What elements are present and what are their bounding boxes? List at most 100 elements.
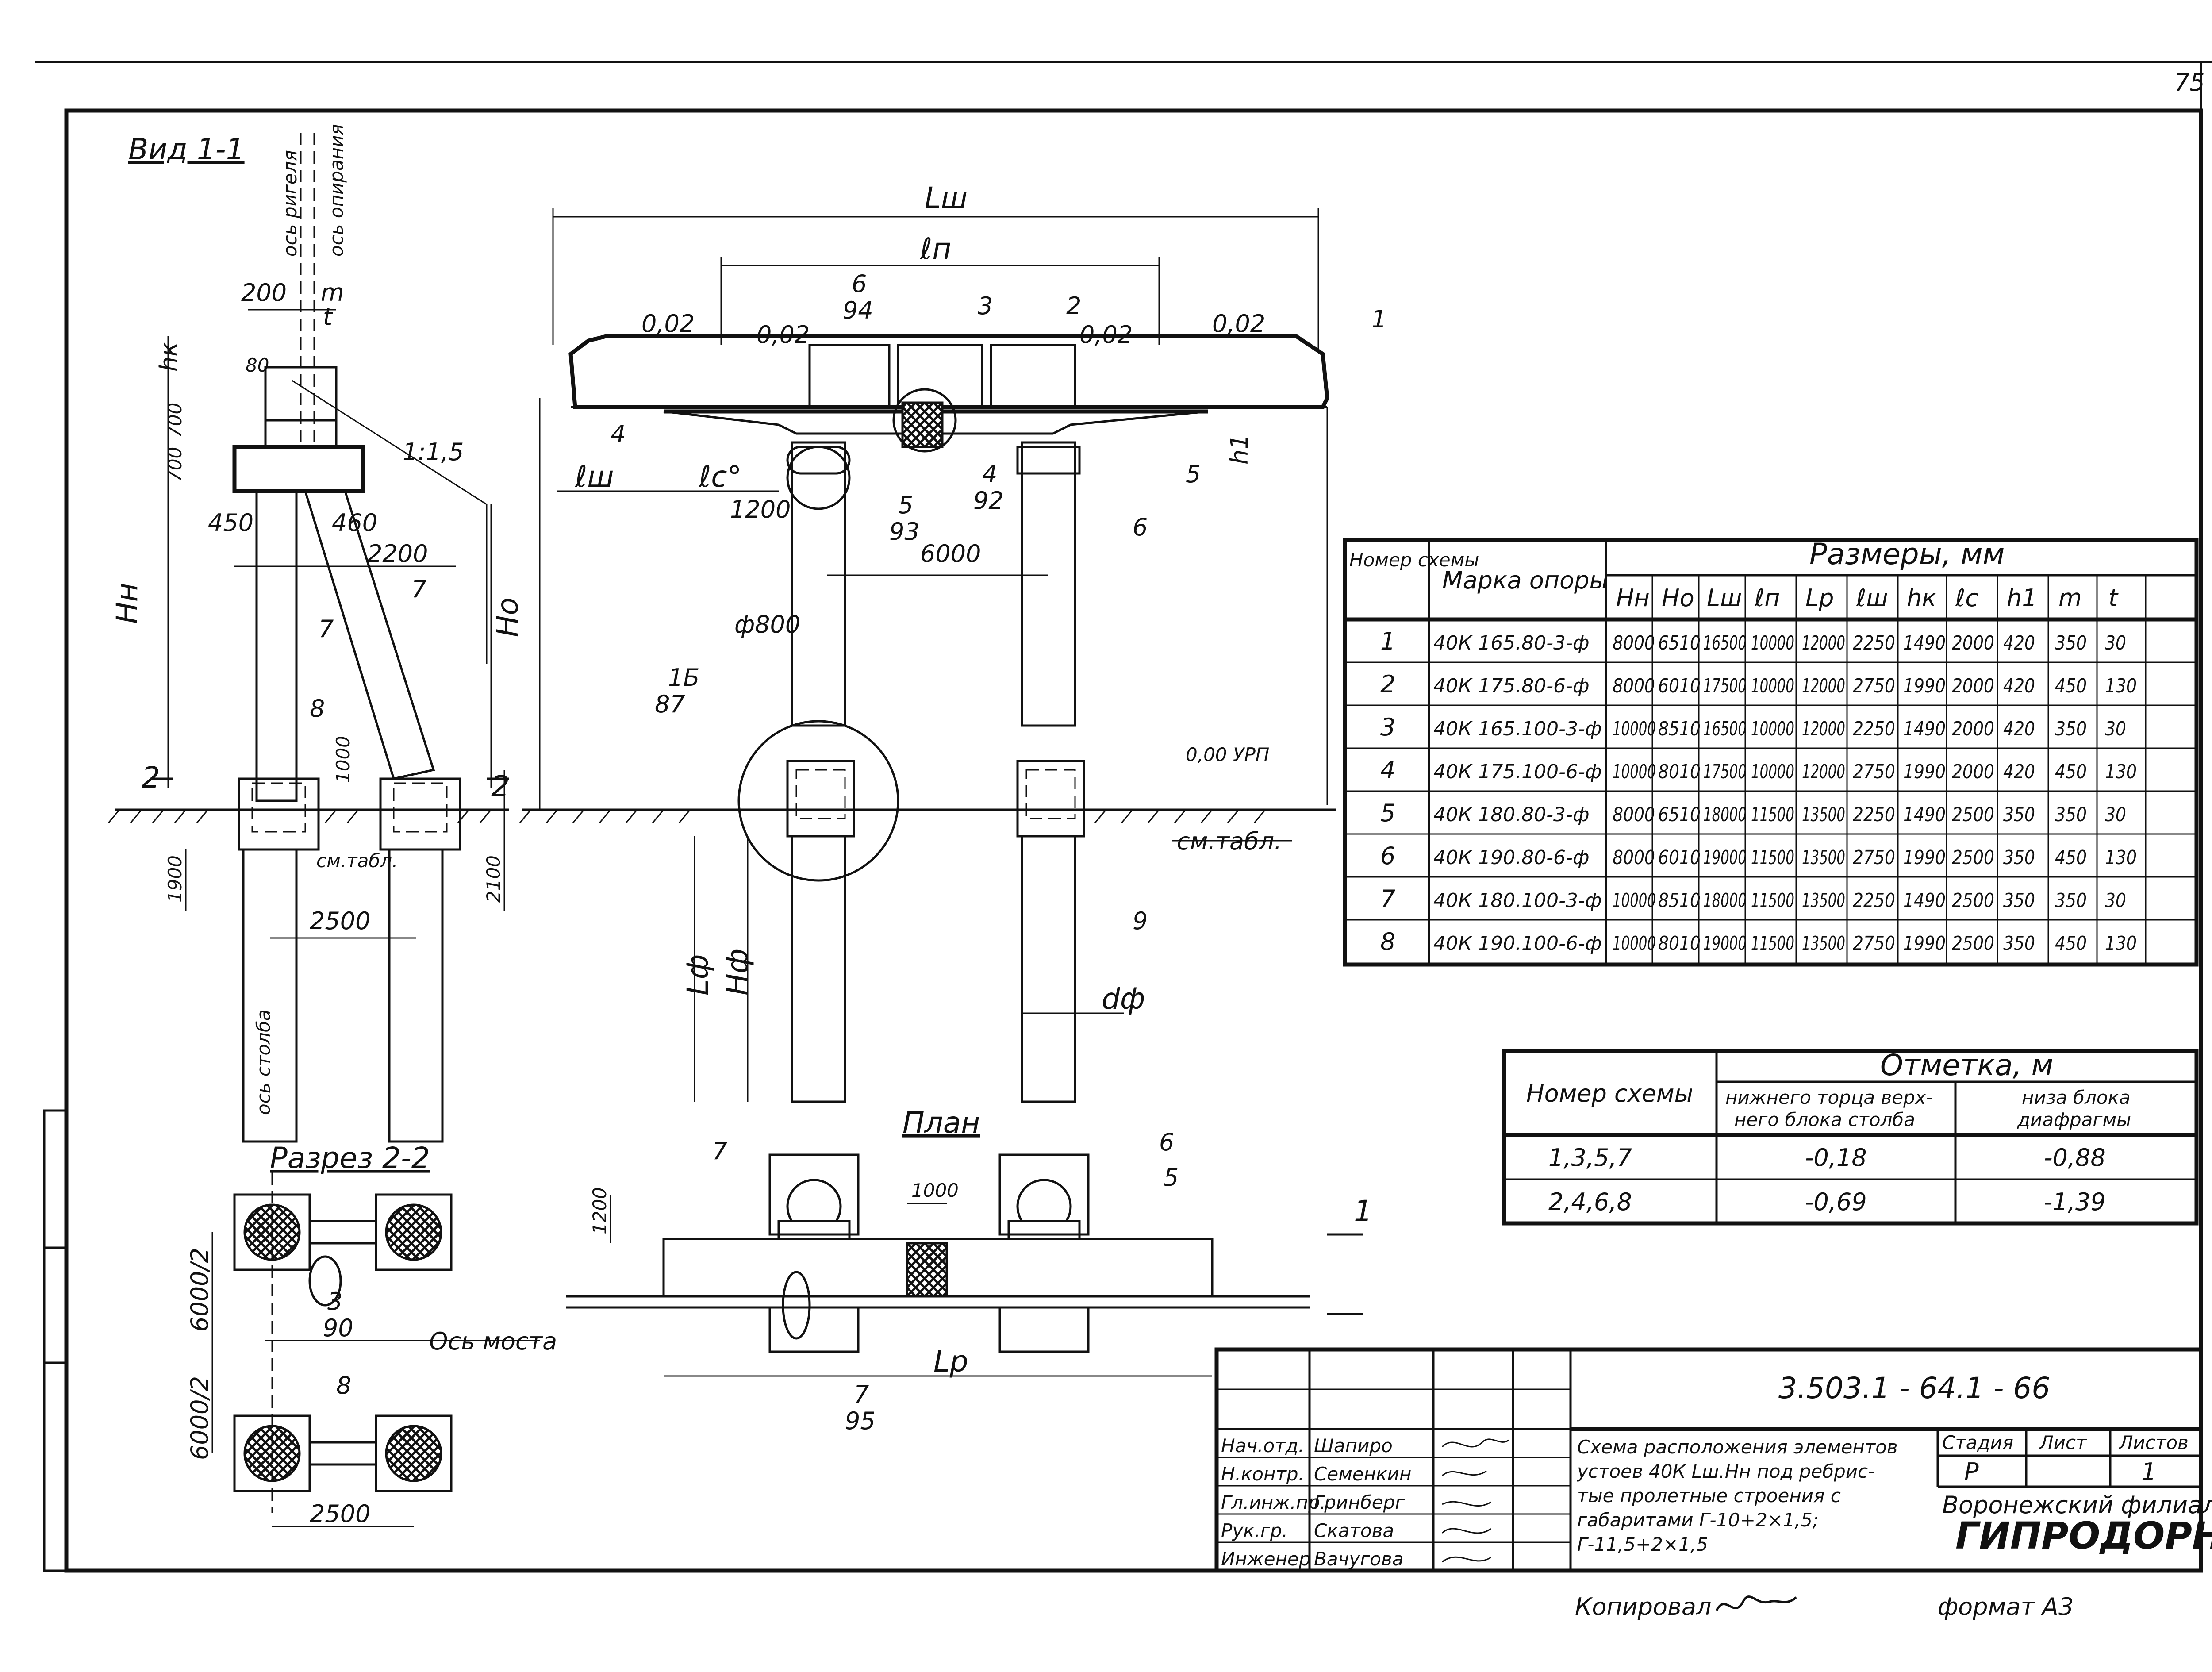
dt-cell: 350 bbox=[2003, 932, 2035, 955]
dt-column-header: ℓп bbox=[1754, 584, 1780, 612]
tb-name-3: Гринберг bbox=[1314, 1491, 1405, 1513]
dt-cell: 8000 bbox=[1613, 803, 1655, 826]
dt-cell: 30 bbox=[2105, 889, 2126, 912]
dt-column-header: ℓс bbox=[1955, 584, 1978, 612]
dim-slope: 1:1,5 bbox=[403, 438, 464, 466]
dim-Hf: Нф bbox=[721, 949, 755, 996]
et-col1-line1: нижнего торца верх- bbox=[1725, 1087, 1933, 1108]
plan-view: План 1 7 6 5 1000 1200 Lр 7 95 bbox=[566, 1106, 1372, 1435]
dt-column-header: Lш bbox=[1707, 584, 1742, 612]
dt-cell: 2250 bbox=[1853, 803, 1895, 826]
tb-sheet: 1 bbox=[2141, 1458, 2156, 1486]
tb-desc-3: тые пролетные строения с bbox=[1577, 1485, 1841, 1507]
dim-2100: 2100 bbox=[483, 855, 504, 903]
copied-label: Копировал bbox=[1575, 1593, 1712, 1621]
callout-8a: 8 bbox=[310, 695, 325, 723]
et-row1-b: -0,88 bbox=[2044, 1144, 2106, 1172]
dim-lsh: ℓш bbox=[575, 460, 614, 494]
dt-cell: 1990 bbox=[1903, 675, 1946, 697]
sheet-frame bbox=[35, 61, 2212, 1573]
dt-cell: 2500 bbox=[1952, 932, 1994, 955]
ref-1b-bottom: 87 bbox=[655, 690, 685, 718]
tb-name-1: Шапиро bbox=[1314, 1435, 1393, 1457]
dt-cell: 6010 bbox=[1658, 675, 1701, 697]
bridge-axis-label: Ось моста bbox=[429, 1327, 557, 1355]
dt-cell: 450 bbox=[2055, 761, 2087, 783]
page-number: 75 bbox=[2174, 69, 2205, 96]
callout-1: 1 bbox=[1371, 305, 1386, 333]
dt-cell: 1490 bbox=[1903, 803, 1946, 826]
dt-cell: 6010 bbox=[1658, 846, 1701, 869]
dim-df: dф bbox=[1102, 982, 1145, 1016]
dim-80: 80 bbox=[246, 354, 269, 376]
dt-cell: 2000 bbox=[1952, 675, 1994, 697]
dt-cell: 350 bbox=[2055, 803, 2087, 826]
tb-role-4: Рук.гр. bbox=[1221, 1520, 1288, 1541]
callout-5: 5 bbox=[1186, 460, 1201, 488]
dim-1000: 1000 bbox=[332, 736, 354, 783]
et-row1-schemes: 1,3,5,7 bbox=[1548, 1144, 1632, 1172]
dt-cell: 8510 bbox=[1658, 718, 1701, 740]
dt-cell: 8510 bbox=[1658, 889, 1701, 912]
dt-row-mark: 40К 190.100-6-ф bbox=[1433, 932, 1602, 955]
dt-cell: 2500 bbox=[1952, 889, 1994, 912]
dt-cell: 10000 bbox=[1751, 675, 1794, 697]
dt-cell: 12000 bbox=[1802, 632, 1845, 654]
slope-002-d: 0,02 bbox=[1212, 310, 1265, 338]
dt-cell: 2250 bbox=[1853, 889, 1895, 912]
dt-cell: 10000 bbox=[1751, 718, 1794, 740]
dt-cell: 19000 bbox=[1703, 846, 1747, 869]
see-table-b: см.табл. bbox=[1177, 827, 1282, 855]
dt-cell: 2750 bbox=[1853, 761, 1895, 783]
dt-row-number: 6 bbox=[1380, 842, 1395, 870]
dt-cell: 12000 bbox=[1802, 718, 1845, 740]
dim-700b: 700 bbox=[164, 447, 186, 482]
dt-column-header: Но bbox=[1662, 584, 1694, 612]
dt-row-number: 8 bbox=[1380, 928, 1395, 956]
tb-stage-label: Стадия bbox=[1942, 1432, 2013, 1453]
tb-desc-5: Г-11,5+2×1,5 bbox=[1577, 1534, 1708, 1555]
doc-code: 3.503.1 - 64.1 - 66 bbox=[1778, 1371, 2050, 1405]
view-title: Вид 1-1 bbox=[128, 132, 245, 166]
dt-row-mark: 40К 180.80-3-ф bbox=[1433, 803, 1590, 826]
tb-name-4: Скатова bbox=[1314, 1520, 1394, 1541]
dim-h1: h1 bbox=[1225, 434, 1253, 465]
tb-desc-1: Схема расположения элементов bbox=[1577, 1436, 1898, 1458]
dt-row-mark: 40К 175.80-6-ф bbox=[1433, 675, 1590, 697]
et-header-mark: Отметка, м bbox=[1880, 1048, 2053, 1082]
dt-cell: 18000 bbox=[1703, 803, 1747, 826]
dim-phi800: ф800 bbox=[734, 611, 800, 638]
dt-cell: 10000 bbox=[1613, 889, 1656, 912]
dt-cell: 450 bbox=[2055, 675, 2087, 697]
ref-7-bottom: 95 bbox=[845, 1407, 876, 1435]
dt-cell: 350 bbox=[2055, 718, 2087, 740]
dt-cell: 350 bbox=[2055, 889, 2087, 912]
dt-cell: 1990 bbox=[1903, 932, 1946, 955]
dt-cell: 6510 bbox=[1658, 632, 1701, 654]
dt-cell: 30 bbox=[2105, 632, 2126, 654]
tb-name-2: Семенкин bbox=[1314, 1463, 1411, 1485]
ref-6-top: 6 bbox=[852, 270, 867, 298]
dt-cell: 1490 bbox=[1903, 632, 1946, 654]
dt-cell: 350 bbox=[2003, 846, 2035, 869]
dt-cell: 16500 bbox=[1703, 632, 1747, 654]
dt-header-sizes: Размеры, мм bbox=[1809, 537, 2005, 571]
dim-700a: 700 bbox=[164, 403, 186, 438]
dt-header-mark: Марка опоры bbox=[1442, 566, 1608, 594]
et-row1-a: -0,18 bbox=[1805, 1144, 1867, 1172]
tb-role-3: Гл.инж.пр. bbox=[1221, 1491, 1326, 1513]
dt-cell: 10000 bbox=[1751, 632, 1794, 654]
dt-row-number: 3 bbox=[1380, 713, 1395, 741]
support-axis-label: ось опирания bbox=[326, 124, 347, 257]
signatures bbox=[1441, 1438, 1509, 1563]
dt-cell: 350 bbox=[2055, 632, 2087, 654]
dt-column-header: h1 bbox=[2007, 584, 2037, 612]
dt-cell: 19000 bbox=[1703, 932, 1747, 955]
tb-sheet-label: Лист bbox=[2039, 1432, 2087, 1453]
dim-1900: 1900 bbox=[164, 855, 186, 903]
tb-org-1: Воронежский филиал bbox=[1942, 1491, 2212, 1519]
dt-cell: 2000 bbox=[1952, 718, 1994, 740]
dt-cell: 420 bbox=[2003, 718, 2035, 740]
